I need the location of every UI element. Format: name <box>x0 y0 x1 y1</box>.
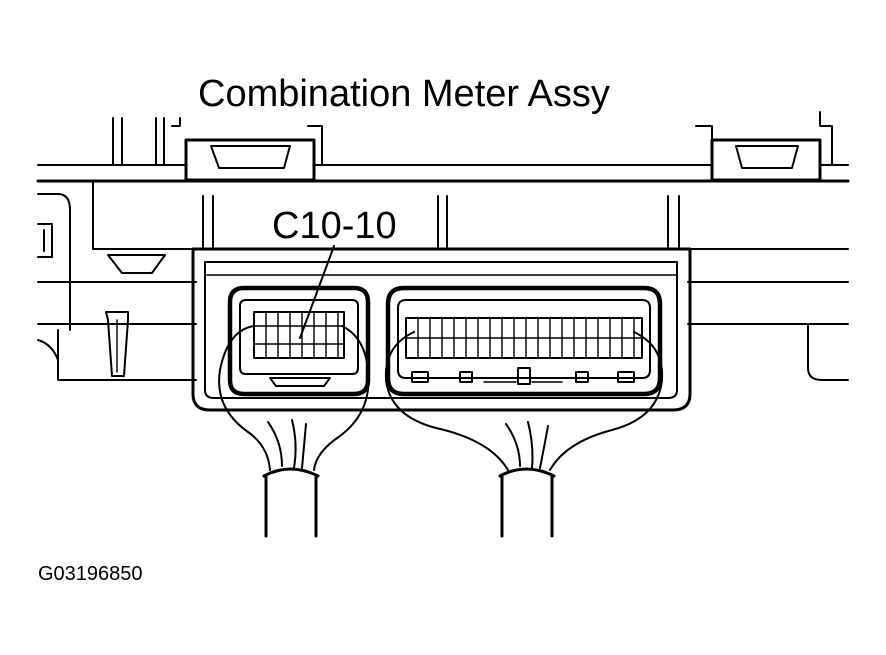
meter-housing <box>36 164 850 381</box>
connector-callout-label: C10-10 <box>272 205 397 247</box>
wire-harness-left <box>218 325 370 538</box>
wire-harness-right <box>384 331 664 538</box>
top-mounting-clips <box>112 111 833 182</box>
callout-leader-line <box>299 245 335 339</box>
figure-code: G03196850 <box>38 563 143 585</box>
connector-window-frame <box>191 247 692 412</box>
connector-c10 <box>227 285 371 397</box>
diagram-title: Combination Meter Assy <box>198 73 610 115</box>
connector-main <box>385 285 663 397</box>
